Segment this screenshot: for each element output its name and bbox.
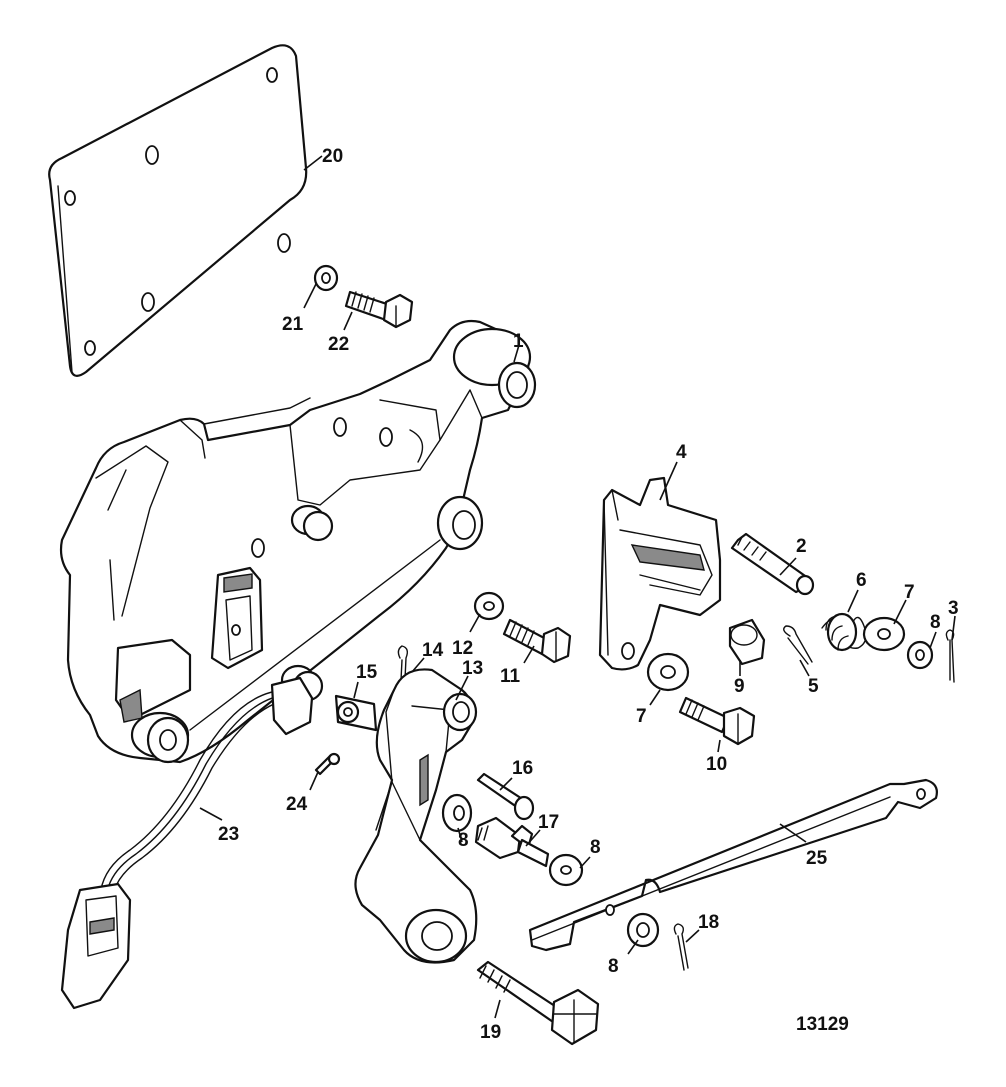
latch-bracket bbox=[598, 476, 722, 671]
callout-3: 3 bbox=[948, 598, 959, 619]
callout-7-a: 7 bbox=[904, 582, 915, 603]
shift-link-rod bbox=[528, 778, 938, 952]
mounting-plate bbox=[48, 44, 308, 377]
cotter-pin-5 bbox=[783, 625, 813, 665]
spring bbox=[821, 612, 867, 652]
bolt-11 bbox=[502, 618, 572, 664]
callout-12: 12 bbox=[452, 638, 473, 659]
callout-22: 22 bbox=[328, 334, 349, 355]
callout-1: 1 bbox=[513, 331, 524, 352]
washer-12 bbox=[473, 591, 505, 621]
clip-nut bbox=[334, 694, 378, 732]
callout-14: 14 bbox=[422, 640, 444, 661]
washer-8c bbox=[548, 853, 584, 887]
callout-13: 13 bbox=[462, 658, 483, 679]
callout-23: 23 bbox=[218, 824, 239, 845]
callout-4: 4 bbox=[676, 442, 687, 463]
callout-21: 21 bbox=[282, 314, 304, 335]
callout-20: 20 bbox=[322, 146, 343, 167]
callout-6: 6 bbox=[856, 570, 867, 591]
callout-8-b: 8 bbox=[458, 830, 469, 851]
leader-lines bbox=[199, 155, 956, 1019]
washer-8d bbox=[626, 912, 660, 948]
callout-9: 9 bbox=[734, 676, 745, 697]
figure-number: 13129 bbox=[796, 1014, 849, 1035]
callout-19: 19 bbox=[480, 1022, 501, 1043]
washer-8b bbox=[441, 793, 473, 833]
bolt-22 bbox=[344, 290, 414, 329]
washer-21 bbox=[313, 264, 339, 292]
bolt-10 bbox=[678, 696, 756, 746]
washer-7b bbox=[646, 652, 690, 692]
bushing bbox=[728, 618, 766, 666]
callout-16: 16 bbox=[512, 758, 533, 779]
wire-harness bbox=[60, 676, 314, 1010]
callout-8-c: 8 bbox=[590, 837, 601, 858]
callouts: 1 2 3 4 5 6 7 7 8 8 8 8 9 10 11 12 13 14… bbox=[218, 146, 959, 1043]
pin-2 bbox=[730, 532, 815, 596]
washer-7a bbox=[862, 616, 906, 652]
main-bracket bbox=[59, 319, 537, 764]
callout-8-a: 8 bbox=[930, 612, 941, 633]
callout-15: 15 bbox=[356, 662, 378, 683]
callout-11: 11 bbox=[500, 666, 521, 687]
callout-18: 18 bbox=[698, 912, 719, 933]
callout-5: 5 bbox=[808, 676, 819, 697]
shoulder-bolt bbox=[476, 960, 600, 1046]
callout-25: 25 bbox=[806, 848, 828, 869]
shift-lever bbox=[354, 668, 478, 964]
callout-2: 2 bbox=[796, 536, 807, 557]
screw bbox=[314, 752, 341, 776]
callout-7-b: 7 bbox=[636, 706, 647, 727]
cotter-pin-18 bbox=[673, 923, 689, 971]
callout-24: 24 bbox=[286, 794, 308, 815]
pin-16 bbox=[476, 772, 535, 821]
stud-17 bbox=[474, 816, 550, 868]
callout-17: 17 bbox=[538, 812, 559, 833]
washer-8a bbox=[906, 640, 934, 670]
callout-8-d: 8 bbox=[608, 956, 619, 977]
callout-10: 10 bbox=[706, 754, 727, 775]
